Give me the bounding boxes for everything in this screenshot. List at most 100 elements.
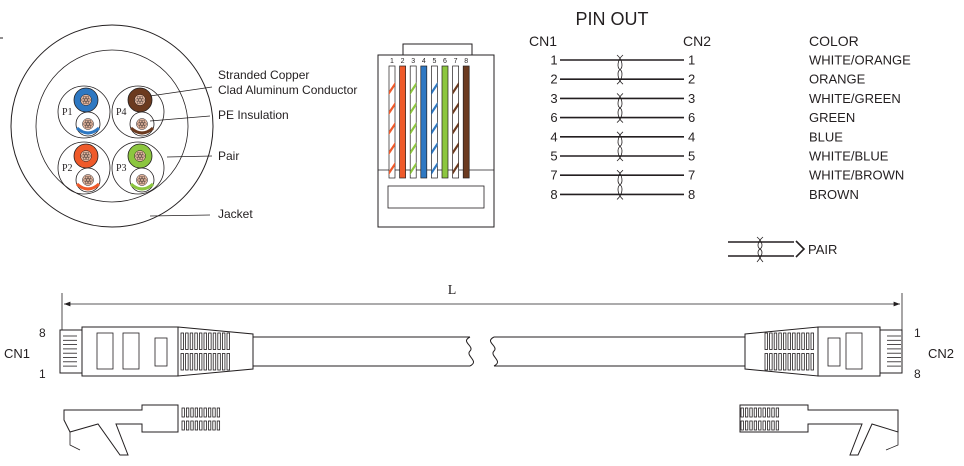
wire-stripe: [431, 102, 438, 115]
wire-stripe: [431, 82, 438, 95]
plug-wire-3: 3: [409, 58, 417, 179]
pin-number: 4: [422, 58, 426, 65]
jacket-callout: Jacket: [218, 207, 253, 221]
plug-wire-5: 5: [431, 58, 438, 179]
pair-label: P4: [116, 107, 127, 118]
boot-rib: [208, 353, 212, 371]
boot-rib: [194, 407, 199, 418]
boot-rib: [198, 353, 203, 371]
color-header: COLOR: [809, 33, 859, 49]
insulation-callout: PE Insulation: [218, 108, 289, 122]
wire-body: [462, 65, 470, 179]
wire-color: BROWN: [809, 187, 859, 202]
boot-rib: [762, 407, 766, 418]
left-window-1: [96, 332, 114, 370]
wire-stripe: [389, 122, 395, 135]
boot-rib: [783, 353, 787, 371]
plug-wire-8: 8: [462, 58, 470, 179]
plug-latch: [402, 43, 473, 56]
cn2-header: CN2: [683, 33, 711, 49]
boot-rib: [199, 420, 203, 431]
wire-stripe: [410, 142, 417, 155]
right-top-pin: 1: [914, 326, 921, 340]
cn1-pin: 4: [550, 129, 557, 144]
plug-wire-2: 2: [399, 58, 406, 179]
pair-label: P1: [62, 107, 73, 118]
pair-outline: [57, 85, 111, 139]
wire-color: BLUE: [809, 129, 843, 144]
boot-rib: [753, 407, 758, 418]
pair-p1: P1: [57, 85, 111, 139]
wire-stripe: [452, 162, 459, 175]
wire-color: WHITE/BLUE: [809, 149, 889, 164]
wire-body: [441, 65, 449, 179]
boot-rib: [749, 407, 753, 418]
wire-stripe: [452, 102, 459, 115]
wire-body: [388, 65, 396, 179]
boot-rib: [203, 407, 207, 418]
wire-stripe: [452, 82, 459, 95]
boot-rib: [217, 332, 221, 350]
copper-core: [134, 94, 146, 106]
wire-color: WHITE/ORANGE: [809, 53, 911, 68]
boot-rib: [775, 420, 780, 431]
boot-rib: [810, 332, 814, 350]
boot-rib: [208, 332, 212, 350]
boot-rib: [212, 407, 216, 418]
wire-stripe: [431, 162, 438, 175]
jacket-outer: [10, 24, 214, 228]
cn2-pin: 2: [688, 72, 695, 87]
pin-number: 8: [464, 58, 468, 65]
boot-rib: [180, 353, 184, 371]
plug-wire-7: 7: [452, 58, 459, 179]
pair-legend: PAIR: [728, 236, 837, 263]
boot-rib: [758, 420, 762, 431]
wire-stripe: [410, 122, 417, 135]
pair-p4: P4: [111, 85, 165, 139]
plug-wire-1: 1: [388, 58, 396, 179]
cn1-pin: 7: [550, 168, 557, 183]
conductor-callout-line1: Stranded Copper: [218, 68, 309, 82]
boot-rib: [771, 420, 775, 431]
pin-number: 6: [443, 58, 447, 65]
wire-stripe: [410, 162, 417, 175]
pair-legend-label: PAIR: [808, 242, 837, 257]
boot-rib: [787, 332, 791, 350]
cn1-pin: 1: [550, 53, 557, 68]
boot-rib: [194, 353, 198, 371]
boot-rib: [216, 407, 221, 418]
boot-rib: [778, 332, 782, 350]
boot-rib: [203, 332, 207, 350]
boot-rib: [764, 353, 768, 371]
wire-body: [399, 65, 406, 179]
boot-rib: [801, 353, 805, 371]
wire-body: [452, 65, 459, 179]
pair-outline: [57, 141, 111, 195]
cn2-pin: 4: [688, 129, 695, 144]
cn2-pin: 6: [688, 110, 695, 125]
cable-side-view: L 8 1 CN1: [4, 283, 954, 456]
plug-window: [387, 185, 485, 209]
pair-label: P2: [62, 163, 73, 174]
boot-rib: [792, 332, 796, 350]
boot-rib: [199, 407, 203, 418]
pin-number: 1: [390, 58, 394, 65]
wire-stripe: [389, 142, 395, 155]
stripe-mark: [129, 126, 155, 135]
boot-rib: [806, 353, 810, 371]
boot-rib: [189, 332, 194, 350]
boot-rib: [185, 407, 190, 418]
cn2-pin: 3: [688, 91, 695, 106]
boot-rib: [226, 332, 230, 350]
wire-color: GREEN: [809, 110, 855, 125]
right-plug-body: [817, 326, 881, 377]
wire-color: ORANGE: [809, 72, 866, 87]
twist-marker: [616, 131, 624, 162]
boot-rib: [181, 407, 185, 418]
boot-rib: [203, 353, 207, 371]
boot-rib: [806, 332, 810, 350]
pair-outline: [111, 85, 165, 139]
